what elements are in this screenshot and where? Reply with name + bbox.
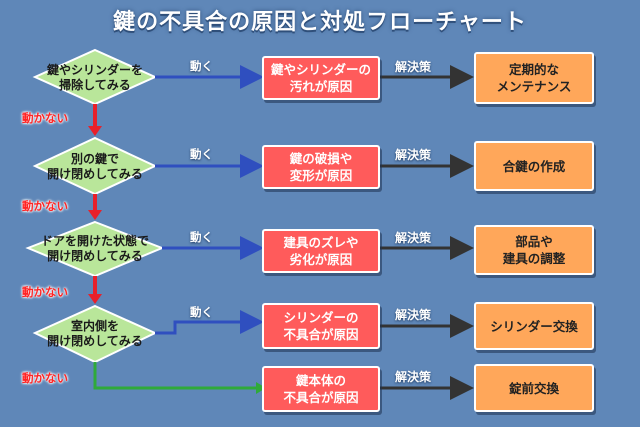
not-moves-label-4: 動かない bbox=[22, 371, 68, 385]
decision-4-line-1: 室内側を bbox=[70, 319, 119, 333]
cause-box-1: 鍵やシリンダーの汚れが原因 bbox=[262, 56, 380, 100]
moves-label-3: 動く bbox=[190, 230, 213, 244]
solution-2-line-1: 合鍵の作成 bbox=[502, 158, 566, 174]
not-moves-label-1: 動かない bbox=[22, 111, 68, 125]
solution-1-line-2: メンテナンス bbox=[496, 79, 572, 94]
cause-1-line-2: 汚れが原因 bbox=[289, 79, 353, 94]
cause-3-line-1: 建具のズレや bbox=[283, 235, 359, 250]
solution-5-line-1: 錠前交換 bbox=[508, 380, 559, 396]
moves-label-1: 動く bbox=[190, 59, 213, 73]
decision-label-2: 別の鍵で 開け閉めしてみる bbox=[20, 152, 170, 182]
decision-1-line-2: 掃除してみる bbox=[59, 78, 131, 92]
cause-4-line-2: 不具合が原因 bbox=[283, 327, 359, 342]
moves-label-4: 動く bbox=[190, 305, 213, 319]
cause-2-line-1: 鍵の破損や bbox=[289, 151, 353, 166]
solution-label-4: 解決策 bbox=[395, 308, 432, 322]
solution-box-2: 合鍵の作成 bbox=[474, 141, 594, 191]
solution-label-5: 解決策 bbox=[395, 370, 432, 384]
cause-3-line-2: 劣化が原因 bbox=[289, 252, 353, 267]
solution-box-5: 錠前交換 bbox=[474, 364, 594, 412]
cause-5-line-1: 鍵本体の bbox=[295, 373, 346, 388]
solution-box-1: 定期的なメンテナンス bbox=[474, 52, 594, 104]
decision-2-line-2: 開け閉めしてみる bbox=[47, 167, 143, 181]
cause-2-line-2: 変形が原因 bbox=[289, 168, 353, 183]
decision-label-4: 室内側を 開け閉めしてみる bbox=[20, 319, 170, 349]
page-title: 鍵の不具合の原因と対処フローチャート bbox=[113, 10, 527, 35]
solution-1-line-1: 定期的な bbox=[508, 62, 559, 77]
solution-label-2: 解決策 bbox=[395, 148, 432, 162]
solution-label-1: 解決策 bbox=[395, 60, 432, 74]
solution-3-line-1: 部品や bbox=[515, 234, 553, 249]
solution-label-3: 解決策 bbox=[395, 231, 432, 245]
decision-1-line-1: 鍵やシリンダーを bbox=[46, 63, 143, 77]
decision-label-1: 鍵やシリンダーを 掃除してみる bbox=[20, 63, 170, 93]
cause-box-4: シリンダーの不具合が原因 bbox=[262, 303, 380, 349]
cause-box-5: 鍵本体の不具合が原因 bbox=[262, 366, 380, 412]
solution-4-line-1: シリンダー交換 bbox=[490, 318, 578, 334]
decision-4-line-2: 開け閉めしてみる bbox=[47, 334, 143, 348]
moves-label-2: 動く bbox=[190, 147, 213, 161]
not-moves-label-2: 動かない bbox=[22, 199, 68, 213]
cause-box-3: 建具のズレや劣化が原因 bbox=[262, 229, 380, 273]
cause-box-2: 鍵の破損や変形が原因 bbox=[262, 145, 380, 189]
solution-box-4: シリンダー交換 bbox=[474, 302, 594, 350]
solution-box-3: 部品や建具の調整 bbox=[474, 225, 594, 275]
not-moves-label-3: 動かない bbox=[22, 285, 68, 299]
cause-5-line-2: 不具合が原因 bbox=[283, 390, 359, 405]
solution-3-line-2: 建具の調整 bbox=[502, 251, 566, 266]
decision-3-line-1: ドアを開けた状態で bbox=[40, 234, 149, 248]
cause-4-line-1: シリンダーの bbox=[283, 310, 359, 325]
decision-3-line-2: 開け閉めしてみる bbox=[47, 249, 143, 263]
decision-2-line-1: 別の鍵で bbox=[70, 152, 119, 166]
decision-label-3: ドアを開けた状態で 開け閉めしてみる bbox=[20, 234, 170, 264]
cause-1-line-1: 鍵やシリンダーの bbox=[270, 62, 371, 77]
